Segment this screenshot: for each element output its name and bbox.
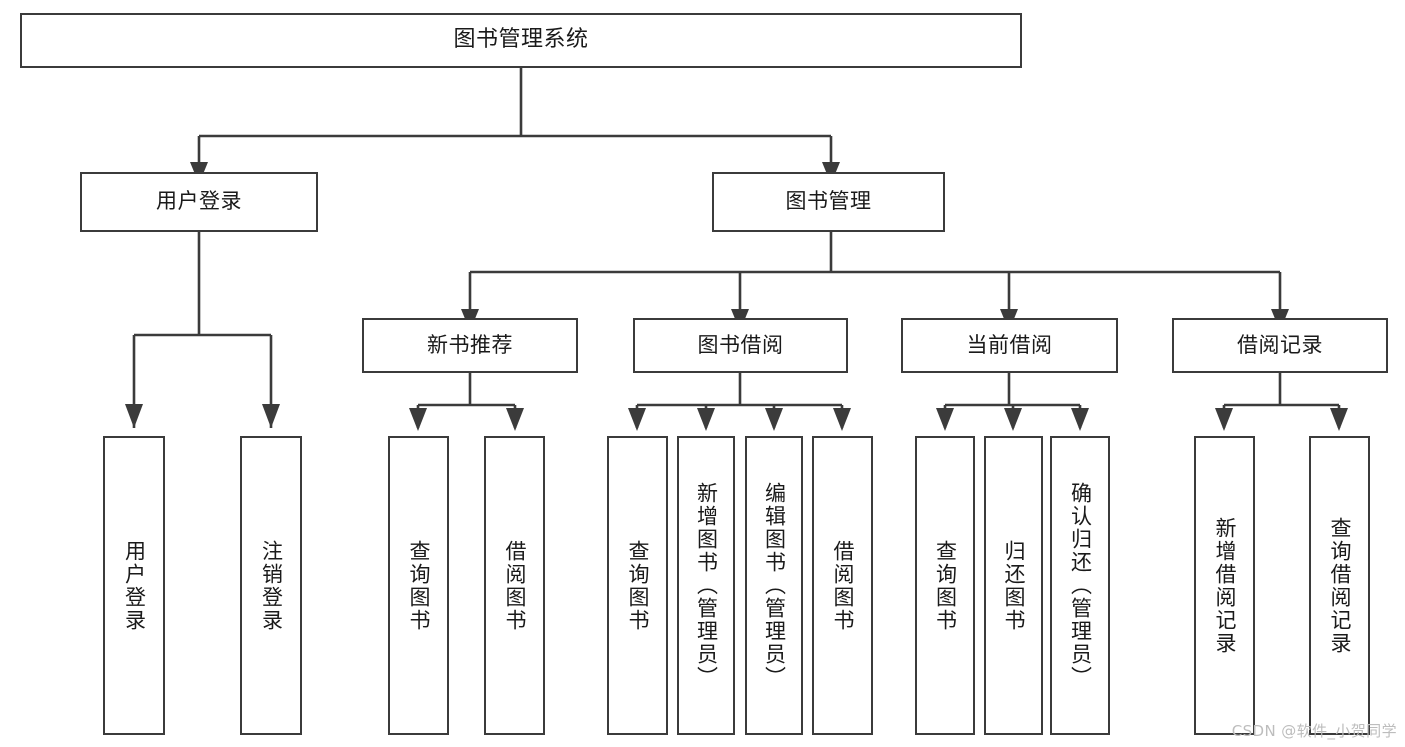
node-label: 图书管理系统 bbox=[453, 27, 589, 53]
node-label: 借阅图书 bbox=[831, 539, 855, 632]
node-leaf-query-borrow-record[interactable]: 查询借阅记录 bbox=[1309, 436, 1370, 735]
node-label: 当前借阅 bbox=[966, 332, 1053, 357]
node-leaf-query-book-bb[interactable]: 查询图书 bbox=[607, 436, 668, 735]
node-book-borrow[interactable]: 图书借阅 bbox=[633, 318, 848, 373]
node-label: 用户登录 bbox=[122, 539, 147, 632]
node-label: 编辑图书（管理员） bbox=[762, 482, 787, 689]
node-label: 确认归还（管理员） bbox=[1068, 482, 1093, 689]
node-label: 图书管理 bbox=[785, 189, 872, 214]
node-user-login[interactable]: 用户登录 bbox=[80, 172, 318, 232]
node-label: 借阅图书 bbox=[503, 539, 527, 632]
node-new-book-recommend[interactable]: 新书推荐 bbox=[362, 318, 578, 373]
node-label: 新书推荐 bbox=[427, 332, 513, 357]
node-label: 借阅记录 bbox=[1237, 332, 1323, 357]
node-current-borrow[interactable]: 当前借阅 bbox=[901, 318, 1118, 373]
node-leaf-borrow-book-bb[interactable]: 借阅图书 bbox=[812, 436, 873, 735]
node-leaf-query-book-nb[interactable]: 查询图书 bbox=[388, 436, 449, 735]
node-label: 归还图书 bbox=[1002, 539, 1026, 632]
node-leaf-return-book[interactable]: 归还图书 bbox=[984, 436, 1043, 735]
node-label: 新增图书（管理员） bbox=[694, 482, 719, 689]
node-leaf-borrow-book-nb[interactable]: 借阅图书 bbox=[484, 436, 545, 735]
node-label: 用户登录 bbox=[156, 189, 242, 214]
arrowheads bbox=[125, 162, 1348, 431]
node-root-system[interactable]: 图书管理系统 bbox=[20, 13, 1022, 68]
node-label: 查询图书 bbox=[626, 539, 650, 632]
node-borrow-record[interactable]: 借阅记录 bbox=[1172, 318, 1388, 373]
node-leaf-edit-book-admin[interactable]: 编辑图书（管理员） bbox=[745, 436, 803, 735]
node-leaf-add-borrow-record[interactable]: 新增借阅记录 bbox=[1194, 436, 1255, 735]
node-label: 查询借阅记录 bbox=[1328, 516, 1352, 655]
node-leaf-query-book-cb[interactable]: 查询图书 bbox=[915, 436, 975, 735]
watermark-text: CSDN @软件_小贺同学 bbox=[1231, 722, 1397, 740]
node-leaf-logout[interactable]: 注销登录 bbox=[240, 436, 302, 735]
node-label: 图书借阅 bbox=[697, 332, 784, 357]
node-label: 注销登录 bbox=[259, 539, 284, 632]
node-label: 新增借阅记录 bbox=[1213, 516, 1237, 655]
node-leaf-confirm-return-admin[interactable]: 确认归还（管理员） bbox=[1050, 436, 1110, 735]
node-leaf-add-book-admin[interactable]: 新增图书（管理员） bbox=[677, 436, 735, 735]
node-book-management[interactable]: 图书管理 bbox=[712, 172, 945, 232]
node-label: 查询图书 bbox=[933, 539, 958, 632]
node-label: 查询图书 bbox=[407, 539, 431, 632]
node-leaf-user-login[interactable]: 用户登录 bbox=[103, 436, 165, 735]
